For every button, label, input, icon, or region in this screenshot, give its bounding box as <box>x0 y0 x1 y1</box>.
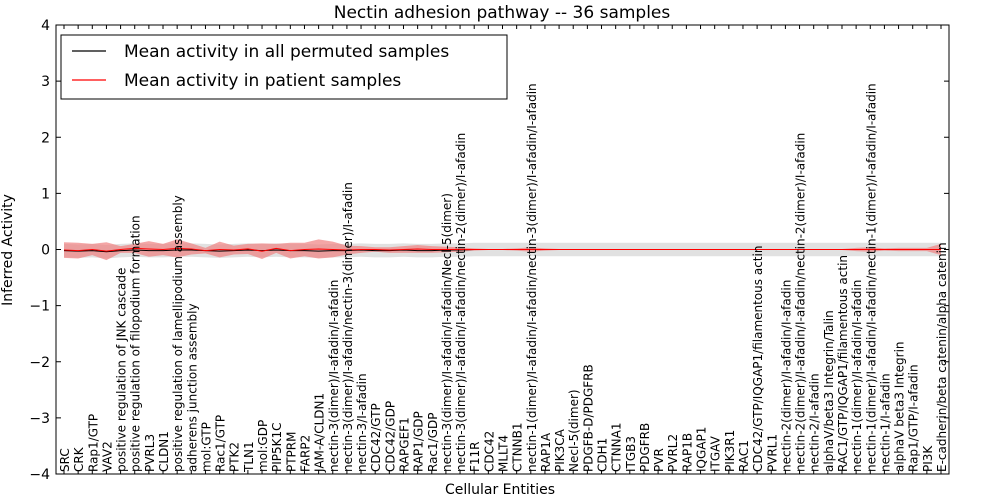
x-tick-label: RAP1B <box>680 433 694 472</box>
x-tick-label: RAPGEF1 <box>397 417 411 472</box>
x-tick-label: nectin-3(dimer)/I-afadin/I-afadin <box>327 280 341 472</box>
x-tick-label: Rac1/GDP <box>426 413 440 472</box>
y-tick-label: −1 <box>29 299 50 315</box>
x-tick-label: nectin-1(dimer)/I-afadin/I-afadin <box>850 280 864 472</box>
x-tick-label: PDGFB-D/PDGFRB <box>581 364 595 472</box>
x-tick-label: ITGB3 <box>624 436 638 472</box>
legend: Mean activity in all permuted samples Me… <box>60 34 508 100</box>
x-tick-label: nectin-1/I-afadin <box>878 373 892 472</box>
x-tick-label: adherens junction assembly <box>185 303 199 472</box>
x-tick-label: PTK2 <box>228 442 242 472</box>
x-tick-label: RAP1A <box>539 432 553 472</box>
y-tick-label: −4 <box>29 467 50 483</box>
x-tick-label: nectin-3(dimer)/I-afadin/nectin-3(dimer)… <box>341 182 355 472</box>
x-tick-label: F11R <box>468 441 482 472</box>
x-tick-label: PI3K <box>921 445 935 472</box>
x-tick-label: PIK3CA <box>553 428 567 472</box>
y-tick-label: 1 <box>41 186 50 202</box>
legend-box <box>60 34 508 100</box>
x-tick-label: PIP5K1C <box>270 422 284 472</box>
x-tick-label: nectin-2/I-afadin <box>808 373 822 472</box>
x-tick-label: nectin-1(dimer)/I-afadin/I-afadin/nectin… <box>525 83 539 472</box>
y-tick-label: 0 <box>41 243 50 259</box>
x-tick-label: Necl-5(dimer) <box>567 389 581 472</box>
x-tick-label: SRC <box>58 448 72 472</box>
x-tick-label: RAC1/GTP/IQGAP1/filamentous actin <box>836 255 850 472</box>
x-tick-label: MLLT4 <box>497 435 511 472</box>
x-tick-label: nectin-3(dimer)/I-afadin/I-afadin/Necl-5… <box>440 193 454 472</box>
x-tick-label: positive regulation of JNK cascade <box>115 268 129 472</box>
x-tick-label: positive regulation of filopodium format… <box>129 215 143 472</box>
x-tick-label: CDC42 <box>482 431 496 472</box>
x-tick-label: nectin-2(dimer)/I-afadin/I-afadin <box>779 280 793 472</box>
x-tick-label: positive regulation of lamellipodium ass… <box>171 195 185 472</box>
chart-title: Nectin adhesion pathway -- 36 samples <box>334 3 671 23</box>
x-tick-label: Rac1/GTP <box>214 415 228 472</box>
x-tick-label: alphaV beta3 Integrin <box>893 341 907 472</box>
x-tick-label: IQGAP1 <box>695 427 709 472</box>
x-tick-label: PVR <box>652 448 666 472</box>
x-tick-label: alphaV/beta3 Integrin/Talin <box>822 310 836 472</box>
x-tick-label: nectin-3(dimer)/I-afadin/I-afadin/nectin… <box>454 133 468 472</box>
y-tick-label: −3 <box>29 411 50 427</box>
x-tick-label: CTNNB1 <box>511 422 525 472</box>
x-tick-label: JAM-A/CLDN1 <box>313 393 327 473</box>
y-tick-label: −2 <box>29 355 50 371</box>
y-axis-label: Inferred Activity <box>0 194 16 306</box>
x-tick-label: nectin-2(dimer)/I-afadin/I-afadin/nectin… <box>794 133 808 472</box>
x-tick-label: CRK <box>72 446 86 472</box>
series-line-patient <box>63 247 941 252</box>
x-tick-label: PDGFRB <box>638 423 652 472</box>
x-tick-label: nectin-1(dimer)/I-afadin/I-afadin/nectin… <box>864 83 878 472</box>
x-tick-label: CTNNA1 <box>610 422 624 472</box>
x-tick-label: mol:GTP <box>199 422 213 472</box>
x-tick-label: CDC42/GDP <box>383 401 397 472</box>
x-tick-label: PTPRM <box>284 432 298 473</box>
y-tick-label: 4 <box>41 18 50 34</box>
x-tick-label: PVRL3 <box>143 434 157 472</box>
x-tick-label: FARP2 <box>298 435 312 472</box>
legend-label-patient: Mean activity in patient samples <box>124 71 401 91</box>
x-tick-label: PVRL2 <box>666 434 680 472</box>
y-tick-label: 2 <box>41 130 50 146</box>
x-tick-label: RAP1/GDP <box>412 411 426 472</box>
x-tick-label: mol:GDP <box>256 420 270 472</box>
y-tick-label: 3 <box>41 74 50 90</box>
x-tick-label: CLDN1 <box>157 431 171 472</box>
x-tick-label: ITGAV <box>709 435 723 472</box>
x-tick-label: RAC1 <box>737 440 751 472</box>
x-tick-label: CDC42/GTP <box>369 403 383 472</box>
x-tick-label: VAV2 <box>100 441 114 472</box>
x-tick-label: E-cadherin/beta catenin/alpha catenin <box>935 242 949 472</box>
x-tick-label: CDH1 <box>596 438 610 472</box>
x-axis-label: Cellular Entities <box>445 482 555 498</box>
x-tick-label: nectin-3/I-afadin <box>355 373 369 472</box>
legend-label-permuted: Mean activity in all permuted samples <box>124 42 449 62</box>
x-tick-label: Rap1/GTP/I-afadin <box>907 364 921 472</box>
x-tick-label: TLN1 <box>242 441 256 473</box>
x-tick-label: Rap1/GTP <box>86 414 100 472</box>
x-tick-label: CDC42/GTP/IQGAP1/filamentous actin <box>751 246 765 472</box>
x-tick-label: PIK3R1 <box>723 430 737 472</box>
x-tick-label: PVRL1 <box>765 434 779 472</box>
